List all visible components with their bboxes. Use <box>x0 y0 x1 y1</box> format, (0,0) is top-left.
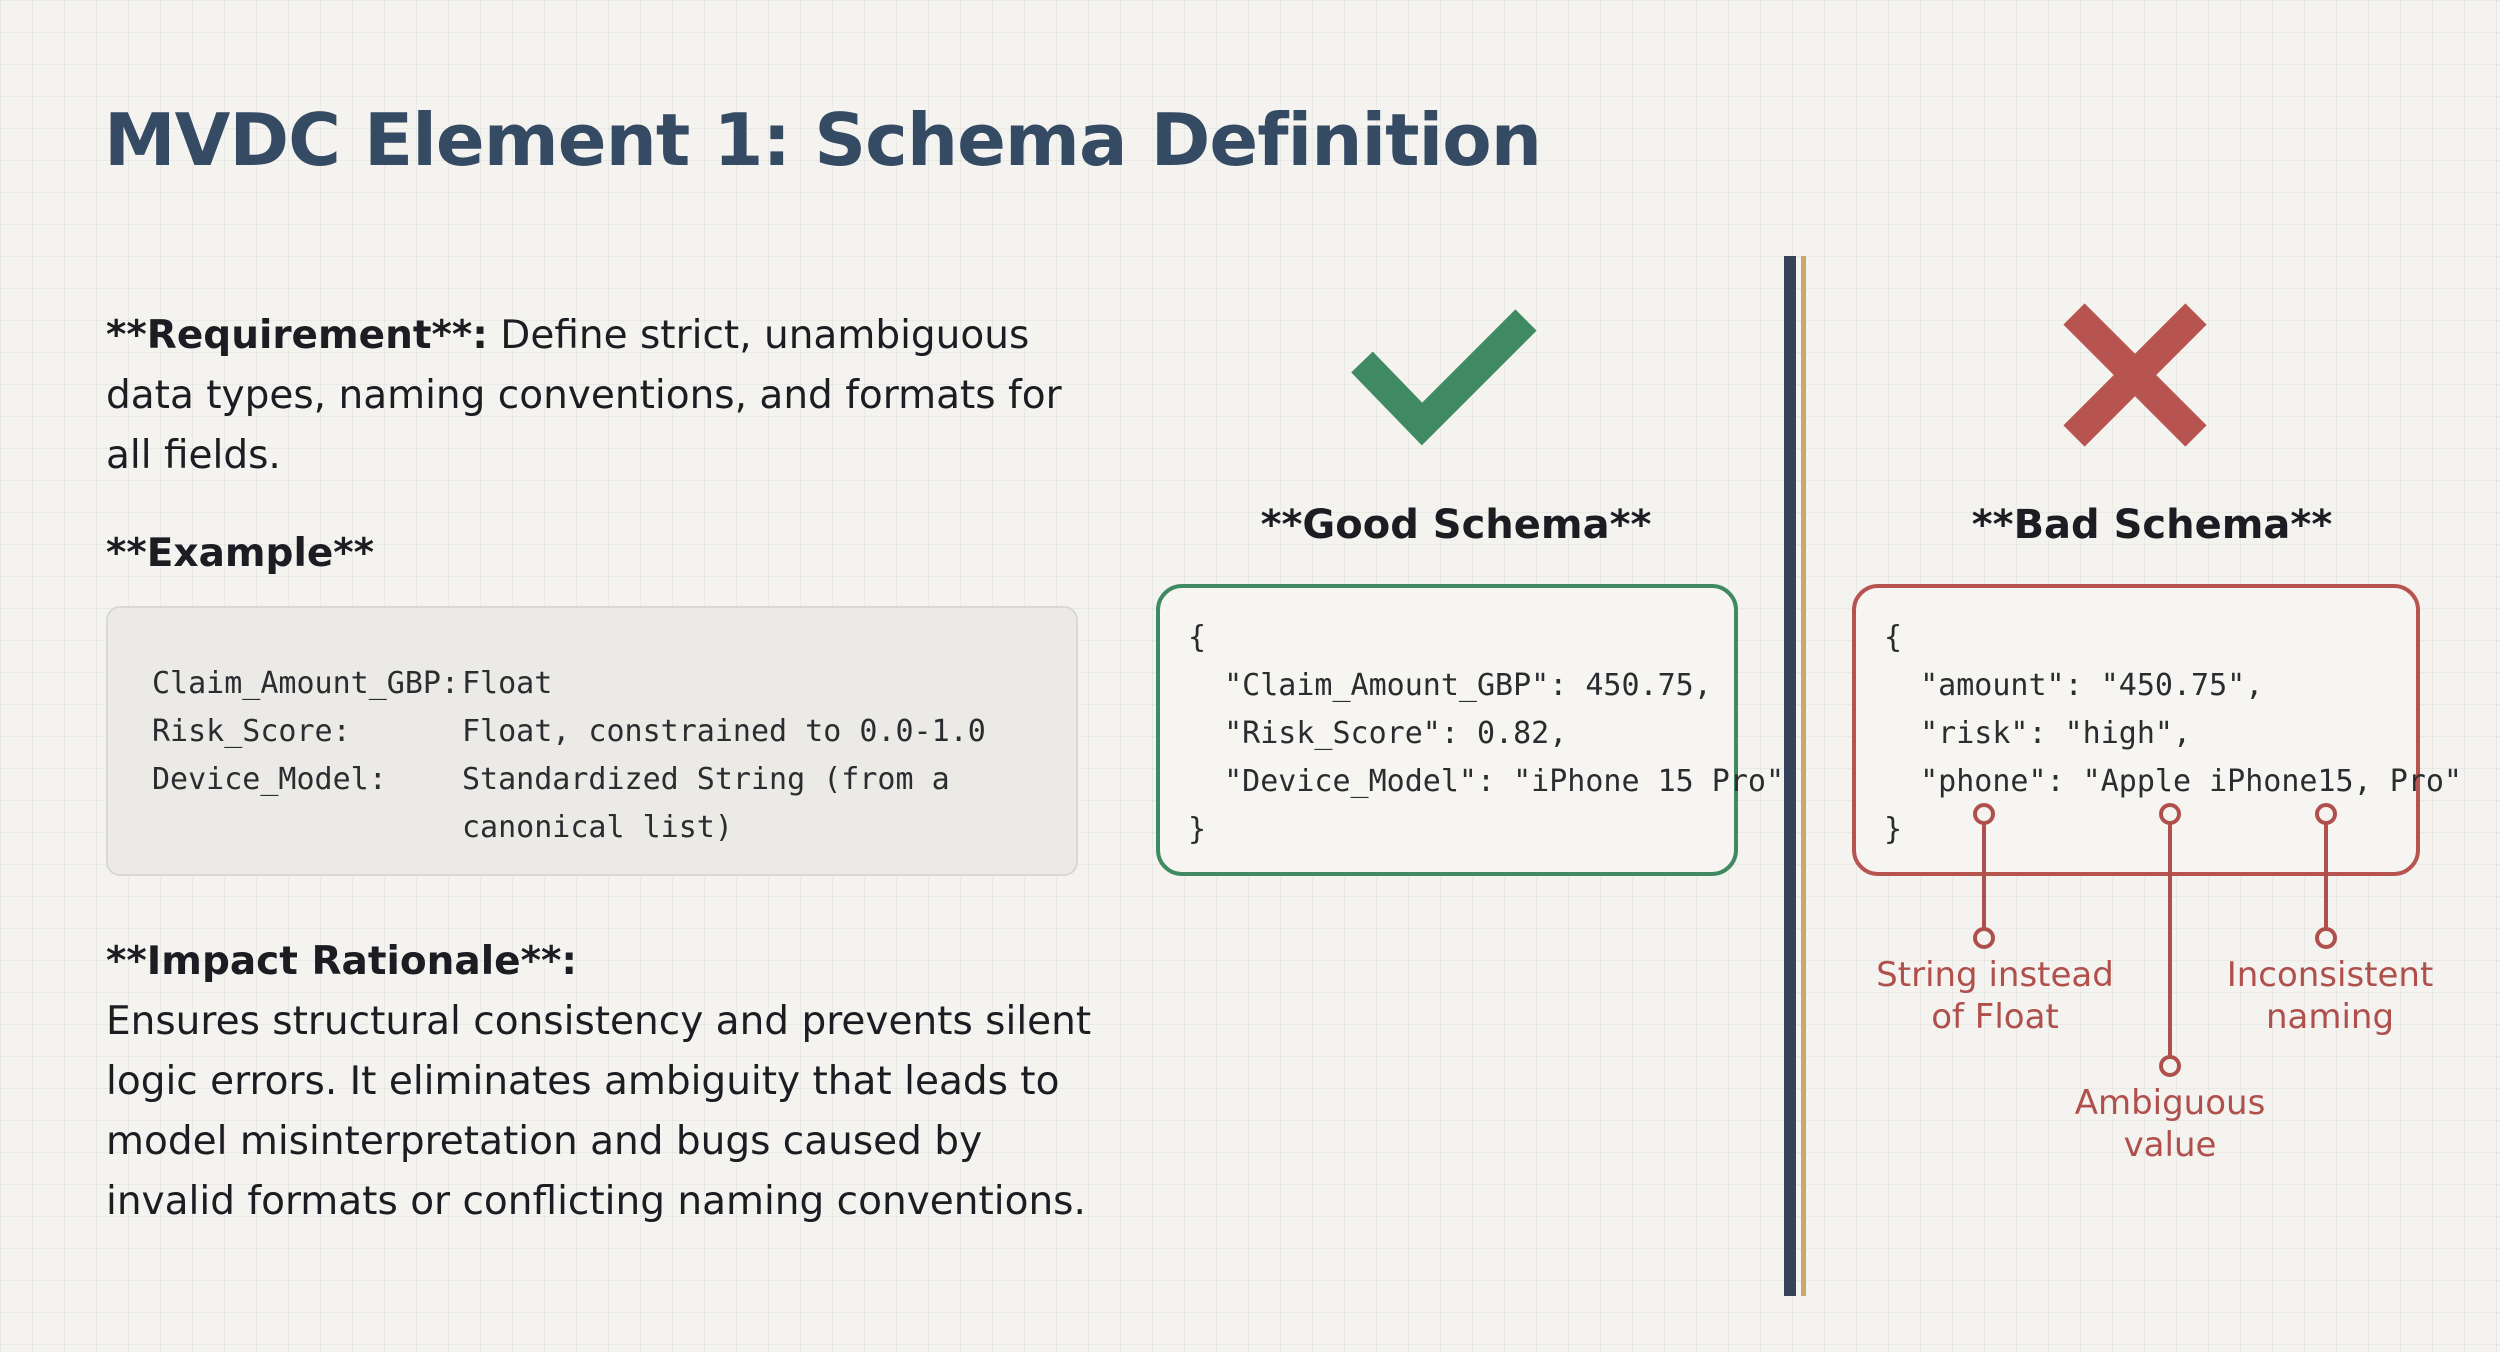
vertical-divider-accent <box>1801 256 1806 1296</box>
bad-schema-code: { "amount": "450.75", "risk": "high", "p… <box>1884 614 2462 854</box>
example-row: Risk_Score: Float, constrained to 0.0-1.… <box>152 708 1002 756</box>
example-row: Device_Model: Standardized String (from … <box>152 756 1002 852</box>
example-heading: **Example** <box>106 531 375 576</box>
example-rows: Claim_Amount_GBP: Float Risk_Score: Floa… <box>152 660 1002 852</box>
annotation-string-instead-of-float: String instead of Float <box>1820 954 2170 1038</box>
code-line: "phone": "Apple iPhone15, Pro" <box>1884 764 2462 799</box>
connector-dot <box>1973 927 1995 949</box>
example-box: Claim_Amount_GBP: Float Risk_Score: Floa… <box>106 606 1078 876</box>
annotation-inconsistent-naming: Inconsistent naming <box>2210 954 2450 1038</box>
code-line: { <box>1884 620 1903 655</box>
code-line: "Claim_Amount_GBP": 450.75, <box>1188 668 1712 703</box>
code-line: { <box>1188 620 1207 655</box>
vertical-divider <box>1784 256 1796 1296</box>
example-value: Standardized String (from a canonical li… <box>462 762 950 845</box>
annotation-text: String instead of Float <box>1876 955 2114 1037</box>
impact-section: **Impact Rationale**: Ensures structural… <box>106 932 1106 1232</box>
code-line: "Risk_Score": 0.82, <box>1188 716 1568 751</box>
example-value: Float, constrained to 0.0-1.0 <box>462 714 986 749</box>
bad-schema-heading: **Bad Schema** <box>1971 502 2333 548</box>
requirement-paragraph: **Requirement**: Define strict, unambigu… <box>106 306 1106 486</box>
annotation-text: Ambiguous value <box>2074 1083 2266 1165</box>
cross-icon <box>2063 303 2207 447</box>
requirement-label: **Requirement**: <box>106 313 488 358</box>
example-key: Risk_Score: <box>152 714 351 749</box>
check-icon <box>1351 309 1537 446</box>
example-key: Device_Model: <box>152 762 387 797</box>
annotation-text: Inconsistent naming <box>2226 955 2434 1037</box>
connector-dot <box>2159 1055 2181 1077</box>
good-schema-box: { "Claim_Amount_GBP": 450.75, "Risk_Scor… <box>1156 584 1784 876</box>
annotation-ambiguous-value: Ambiguous value <box>2050 1082 2290 1166</box>
impact-heading: **Impact Rationale**: <box>106 939 577 984</box>
code-line: } <box>1188 812 1207 847</box>
requirement-text: Define strict, unambiguous data types, n… <box>106 313 1062 478</box>
code-line: "Device_Model": "iPhone 15 Pro" <box>1188 764 1785 799</box>
code-line: } <box>1884 812 1903 847</box>
bad-schema-box: { "amount": "450.75", "risk": "high", "p… <box>1852 584 2462 876</box>
example-row: Claim_Amount_GBP: Float <box>152 660 1002 708</box>
connector-dot <box>2315 927 2337 949</box>
code-line: "amount": "450.75", <box>1884 668 2264 703</box>
requirement-section: **Requirement**: Define strict, unambigu… <box>106 306 1106 486</box>
code-line: "risk": "high", <box>1884 716 2192 751</box>
good-schema-heading: **Good Schema** <box>1260 502 1652 548</box>
example-key: Claim_Amount_GBP: <box>152 666 460 701</box>
impact-text: Ensures structural consistency and preve… <box>106 999 1092 1224</box>
good-schema-code: { "Claim_Amount_GBP": 450.75, "Risk_Scor… <box>1188 614 1784 854</box>
example-value: Float <box>462 666 553 701</box>
page-title: MVDC Element 1: Schema Definition <box>104 98 1542 182</box>
